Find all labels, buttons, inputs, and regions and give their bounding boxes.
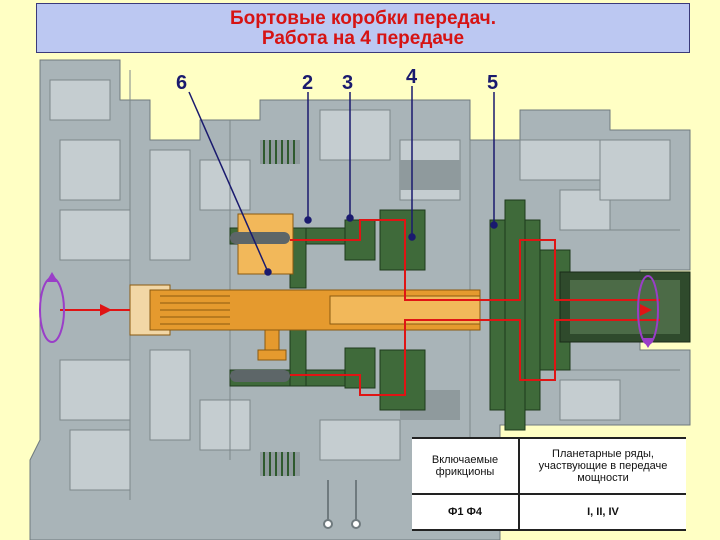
- housing-details: [49, 79, 671, 491]
- callout-4: 4: [406, 66, 418, 88]
- callout-6: 6: [176, 72, 188, 94]
- output-rotation-arrow-icon: [642, 338, 654, 348]
- title-box: Бортовые коробки передач. Работа на 4 пе…: [36, 3, 690, 53]
- table-row: Ф1 Ф4 I, II, IV: [412, 493, 686, 530]
- title-line-1: Бортовые коробки передач.: [230, 8, 496, 29]
- table-header-row: Включаемые фрикционы Планетарные ряды, у…: [412, 438, 686, 494]
- power-flow-path: [60, 219, 660, 396]
- output-shaft: [559, 271, 691, 343]
- callout-2: 2: [302, 72, 314, 94]
- lower-pins: [323, 480, 361, 529]
- input-rotation-arrow-icon: [46, 272, 58, 282]
- table-header-clutches: Включаемые фрикционы: [412, 438, 520, 494]
- callout-leaders: [188, 86, 498, 276]
- stub-shafts: [230, 232, 290, 382]
- shaft-splines: [160, 295, 230, 325]
- clutch-teeth: [263, 140, 295, 476]
- table-header-planetary: Планетарные ряды, участвующие в передаче…: [538, 448, 668, 484]
- flow-arrows: [100, 304, 652, 316]
- table-cell-planetary: I, II, IV: [519, 493, 686, 530]
- callout-5: 5: [487, 72, 499, 94]
- table-cell-clutches: Ф1 Ф4: [412, 493, 520, 530]
- callout-3: 3: [342, 72, 354, 94]
- clutch-table: Включаемые фрикционы Планетарные ряды, у…: [412, 437, 686, 531]
- title-line-2: Работа на 4 передаче: [261, 28, 465, 49]
